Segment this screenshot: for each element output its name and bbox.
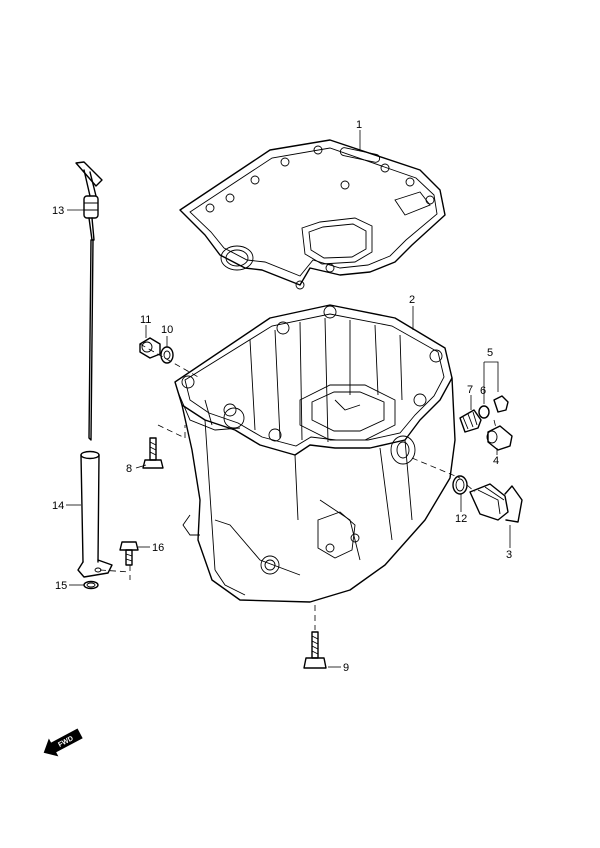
fwd-direction-arrow-icon: FWD xyxy=(43,728,83,757)
dipstick-guide-part-14[interactable] xyxy=(77,450,113,578)
oil-pan-part-2[interactable] xyxy=(174,304,456,603)
drain-plug-part-3[interactable] xyxy=(469,483,523,523)
dipstick-part-13[interactable] xyxy=(75,161,103,441)
callout-7: 7 xyxy=(467,384,473,396)
callout-5: 5 xyxy=(487,347,493,359)
callout-16: 16 xyxy=(152,542,164,554)
callout-8: 8 xyxy=(126,463,132,475)
callout-10: 10 xyxy=(161,324,173,336)
callout-1: 1 xyxy=(356,119,362,131)
gasket-part-6[interactable] xyxy=(478,405,490,419)
callout-4: 4 xyxy=(493,455,499,467)
callout-9: 9 xyxy=(343,662,349,674)
plug-part-11[interactable] xyxy=(139,337,161,359)
callout-3: 3 xyxy=(506,549,512,561)
callout-11: 11 xyxy=(140,314,151,326)
washer-part-10[interactable] xyxy=(160,346,174,364)
callout-14: 14 xyxy=(52,500,64,512)
oring-part-15[interactable] xyxy=(83,580,99,590)
callout-12: 12 xyxy=(455,513,467,525)
bolt-part-9[interactable] xyxy=(303,631,327,669)
bolt-part-8[interactable] xyxy=(142,437,164,469)
bolt-part-16[interactable] xyxy=(119,541,139,566)
callout-2: 2 xyxy=(409,294,415,306)
callout-labels: 1 2 3 4 5 6 7 8 9 10 11 12 13 14 15 16 xyxy=(52,119,512,674)
cap-part-4[interactable] xyxy=(486,425,513,451)
connector-part-5[interactable] xyxy=(493,395,509,413)
leader-lines xyxy=(66,130,511,668)
gasket-part-1[interactable] xyxy=(179,139,446,290)
callout-6: 6 xyxy=(480,385,486,397)
callout-15: 15 xyxy=(55,580,67,592)
oring-part-12[interactable] xyxy=(452,475,468,495)
callout-13: 13 xyxy=(52,205,64,217)
fitting-part-7[interactable] xyxy=(459,409,482,433)
assembly-lines xyxy=(99,343,497,630)
